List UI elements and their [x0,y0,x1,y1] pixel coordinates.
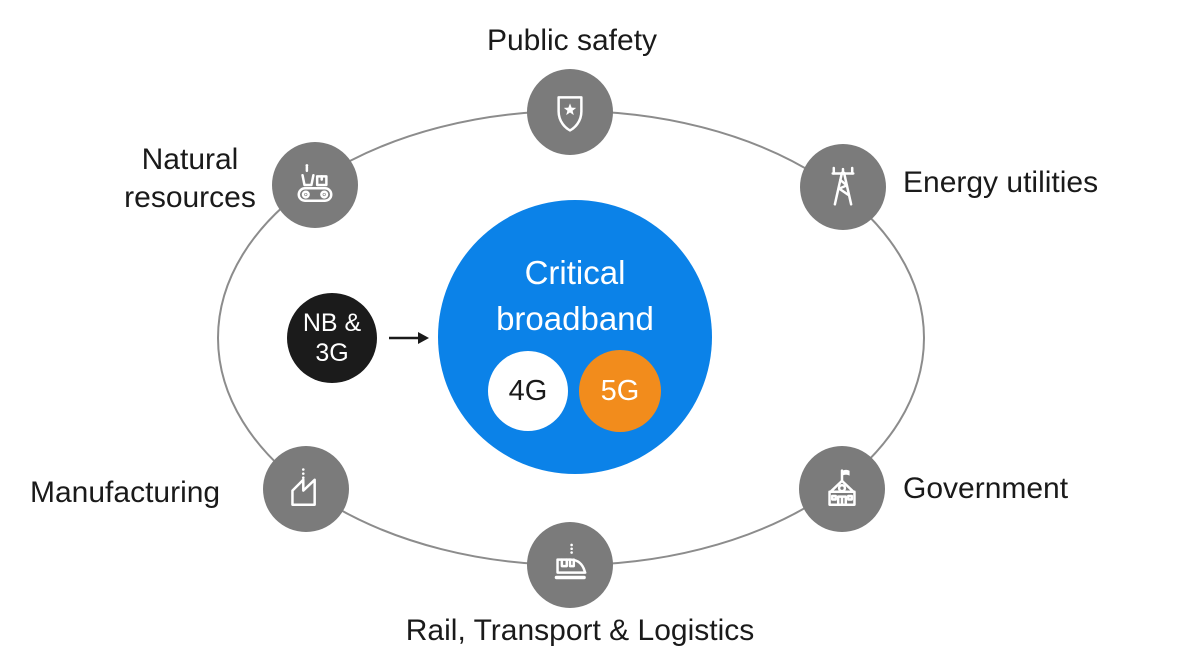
sector-node-energy-utilities [800,144,886,230]
migration-arrow [389,332,429,344]
critical-broadband-label-line1: Critical [524,254,626,291]
sector-node-rail-transport-logistics [527,522,613,608]
sector-label-manufacturing: Manufacturing [30,476,221,509]
factory-icon [291,468,316,506]
sector-node-natural-resources [272,142,358,228]
conveyor-belt-icon [297,164,333,202]
sector-label-government: Government [903,472,1069,505]
5g-circle: 5G [579,350,661,432]
train-icon [554,543,587,580]
5g-label: 5G [600,374,640,407]
critical-broadband-circle: Critical broadband 4G 5G [438,200,712,474]
4g-circle: 4G [488,351,568,431]
nb-3g-label-line2: 3G [315,339,349,367]
transmission-tower-icon [831,166,855,206]
sector-node-manufacturing [263,446,349,532]
sector-label-energy-utilities: Energy utilities [903,166,1099,199]
sector-node-government [799,446,885,532]
government-building-icon [828,469,856,506]
4g-label: 4G [508,374,548,407]
sector-label-rail-transport-logistics: Rail, Transport & Logistics [405,614,755,647]
nb-3g-label-line1: NB & [302,309,362,337]
sector-label-public-safety: Public safety [486,24,658,57]
sector-node-public-safety [527,69,613,155]
sector-label-natural-resources: Natural resources [124,143,256,214]
critical-broadband-label-line2: broadband [496,300,654,337]
nb-3g-circle: NB & 3G [287,293,377,383]
shield-star-icon [557,96,583,132]
critical-broadband-label: Critical broadband [438,250,712,342]
